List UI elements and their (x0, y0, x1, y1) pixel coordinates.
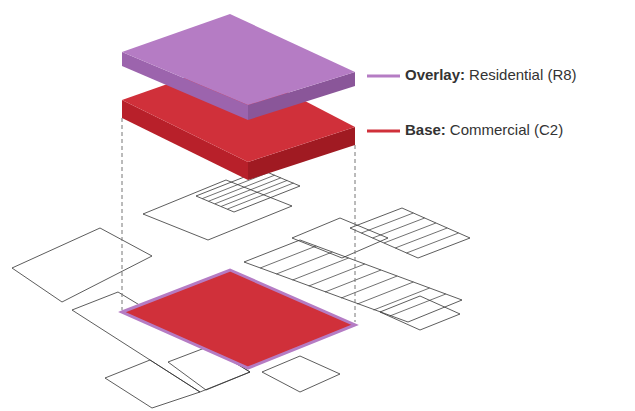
slab-label: Base:Commercial (C2) (405, 121, 563, 138)
lot-line (276, 252, 332, 274)
overlay-key-line (367, 75, 400, 78)
parcel (262, 356, 340, 392)
slab-top (122, 14, 355, 105)
projection-line (355, 145, 356, 322)
lot-line (374, 288, 430, 310)
lot-line (341, 276, 397, 298)
lot-line (260, 246, 316, 268)
parcel (12, 228, 152, 302)
lot-line (325, 270, 381, 292)
lot-line (209, 175, 275, 201)
zoning-district: Commercial (C2) (450, 121, 563, 138)
parcel (350, 208, 470, 258)
lot-line (407, 233, 459, 253)
layer-kind: Base: (405, 121, 446, 138)
slab-label: Overlay:Residential (R8) (405, 66, 577, 83)
lot-line (373, 218, 425, 238)
lot-line (357, 282, 413, 304)
overlay-slab (122, 14, 355, 120)
base-key-line (367, 130, 400, 133)
lot-line (293, 258, 349, 280)
parcel (143, 180, 292, 240)
lot-line (395, 228, 447, 248)
zoning-district: Residential (R8) (469, 66, 577, 83)
parcel (105, 360, 200, 408)
lot-line (221, 180, 287, 206)
selected-parcel (122, 270, 355, 368)
parcel-map (12, 170, 470, 408)
parcel (380, 296, 460, 330)
lot-line (309, 264, 365, 286)
lot-line (361, 213, 413, 233)
lot-line (228, 183, 294, 209)
lot-line (390, 294, 446, 316)
projection-line (122, 118, 123, 310)
layer-kind: Overlay: (405, 66, 465, 83)
lot-line (215, 178, 281, 204)
lot-line (384, 223, 436, 243)
